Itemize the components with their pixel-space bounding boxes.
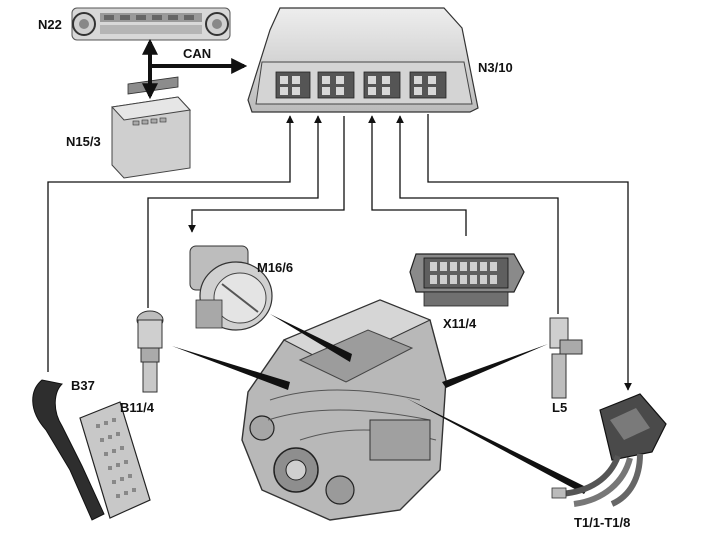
- label-b37: B37: [71, 378, 95, 393]
- n15-3-module: [110, 76, 192, 179]
- signal-lines: [47, 114, 632, 391]
- l5-sensor: [549, 317, 583, 399]
- line-l5: [396, 115, 559, 314]
- pointer-wedges: [172, 314, 588, 494]
- label-n3-10: N3/10: [478, 60, 513, 75]
- label-l5: L5: [552, 400, 567, 415]
- line-m16-6: [188, 116, 345, 233]
- label-can: CAN: [183, 46, 211, 61]
- b11-4-sensor: [136, 310, 164, 393]
- engine: [241, 299, 447, 521]
- line-t1: [427, 114, 632, 391]
- can-bus-arrows: [142, 38, 248, 100]
- t1-ignition-coil: [551, 393, 667, 507]
- label-n15-3: N15/3: [66, 134, 101, 149]
- x11-4-diagnostic-connector: [409, 253, 525, 307]
- label-b11-4: B11/4: [120, 400, 155, 415]
- n3-10-ecu: [247, 7, 479, 113]
- labels: N22 N3/10 CAN N15/3 M16/6 X11/4 B11/4 L5…: [38, 17, 630, 530]
- label-x11-4: X11/4: [443, 316, 477, 331]
- label-m16-6: M16/6: [257, 260, 293, 275]
- line-b37: [47, 115, 294, 372]
- n22-control-panel: [71, 7, 231, 41]
- label-t1: T1/1-T1/8: [574, 515, 630, 530]
- line-x11-4: [368, 115, 467, 236]
- label-n22: N22: [38, 17, 62, 32]
- m16-6-throttle-body: [189, 245, 273, 331]
- line-b11-4: [147, 115, 322, 308]
- b37-accelerator-pedal: [32, 379, 151, 521]
